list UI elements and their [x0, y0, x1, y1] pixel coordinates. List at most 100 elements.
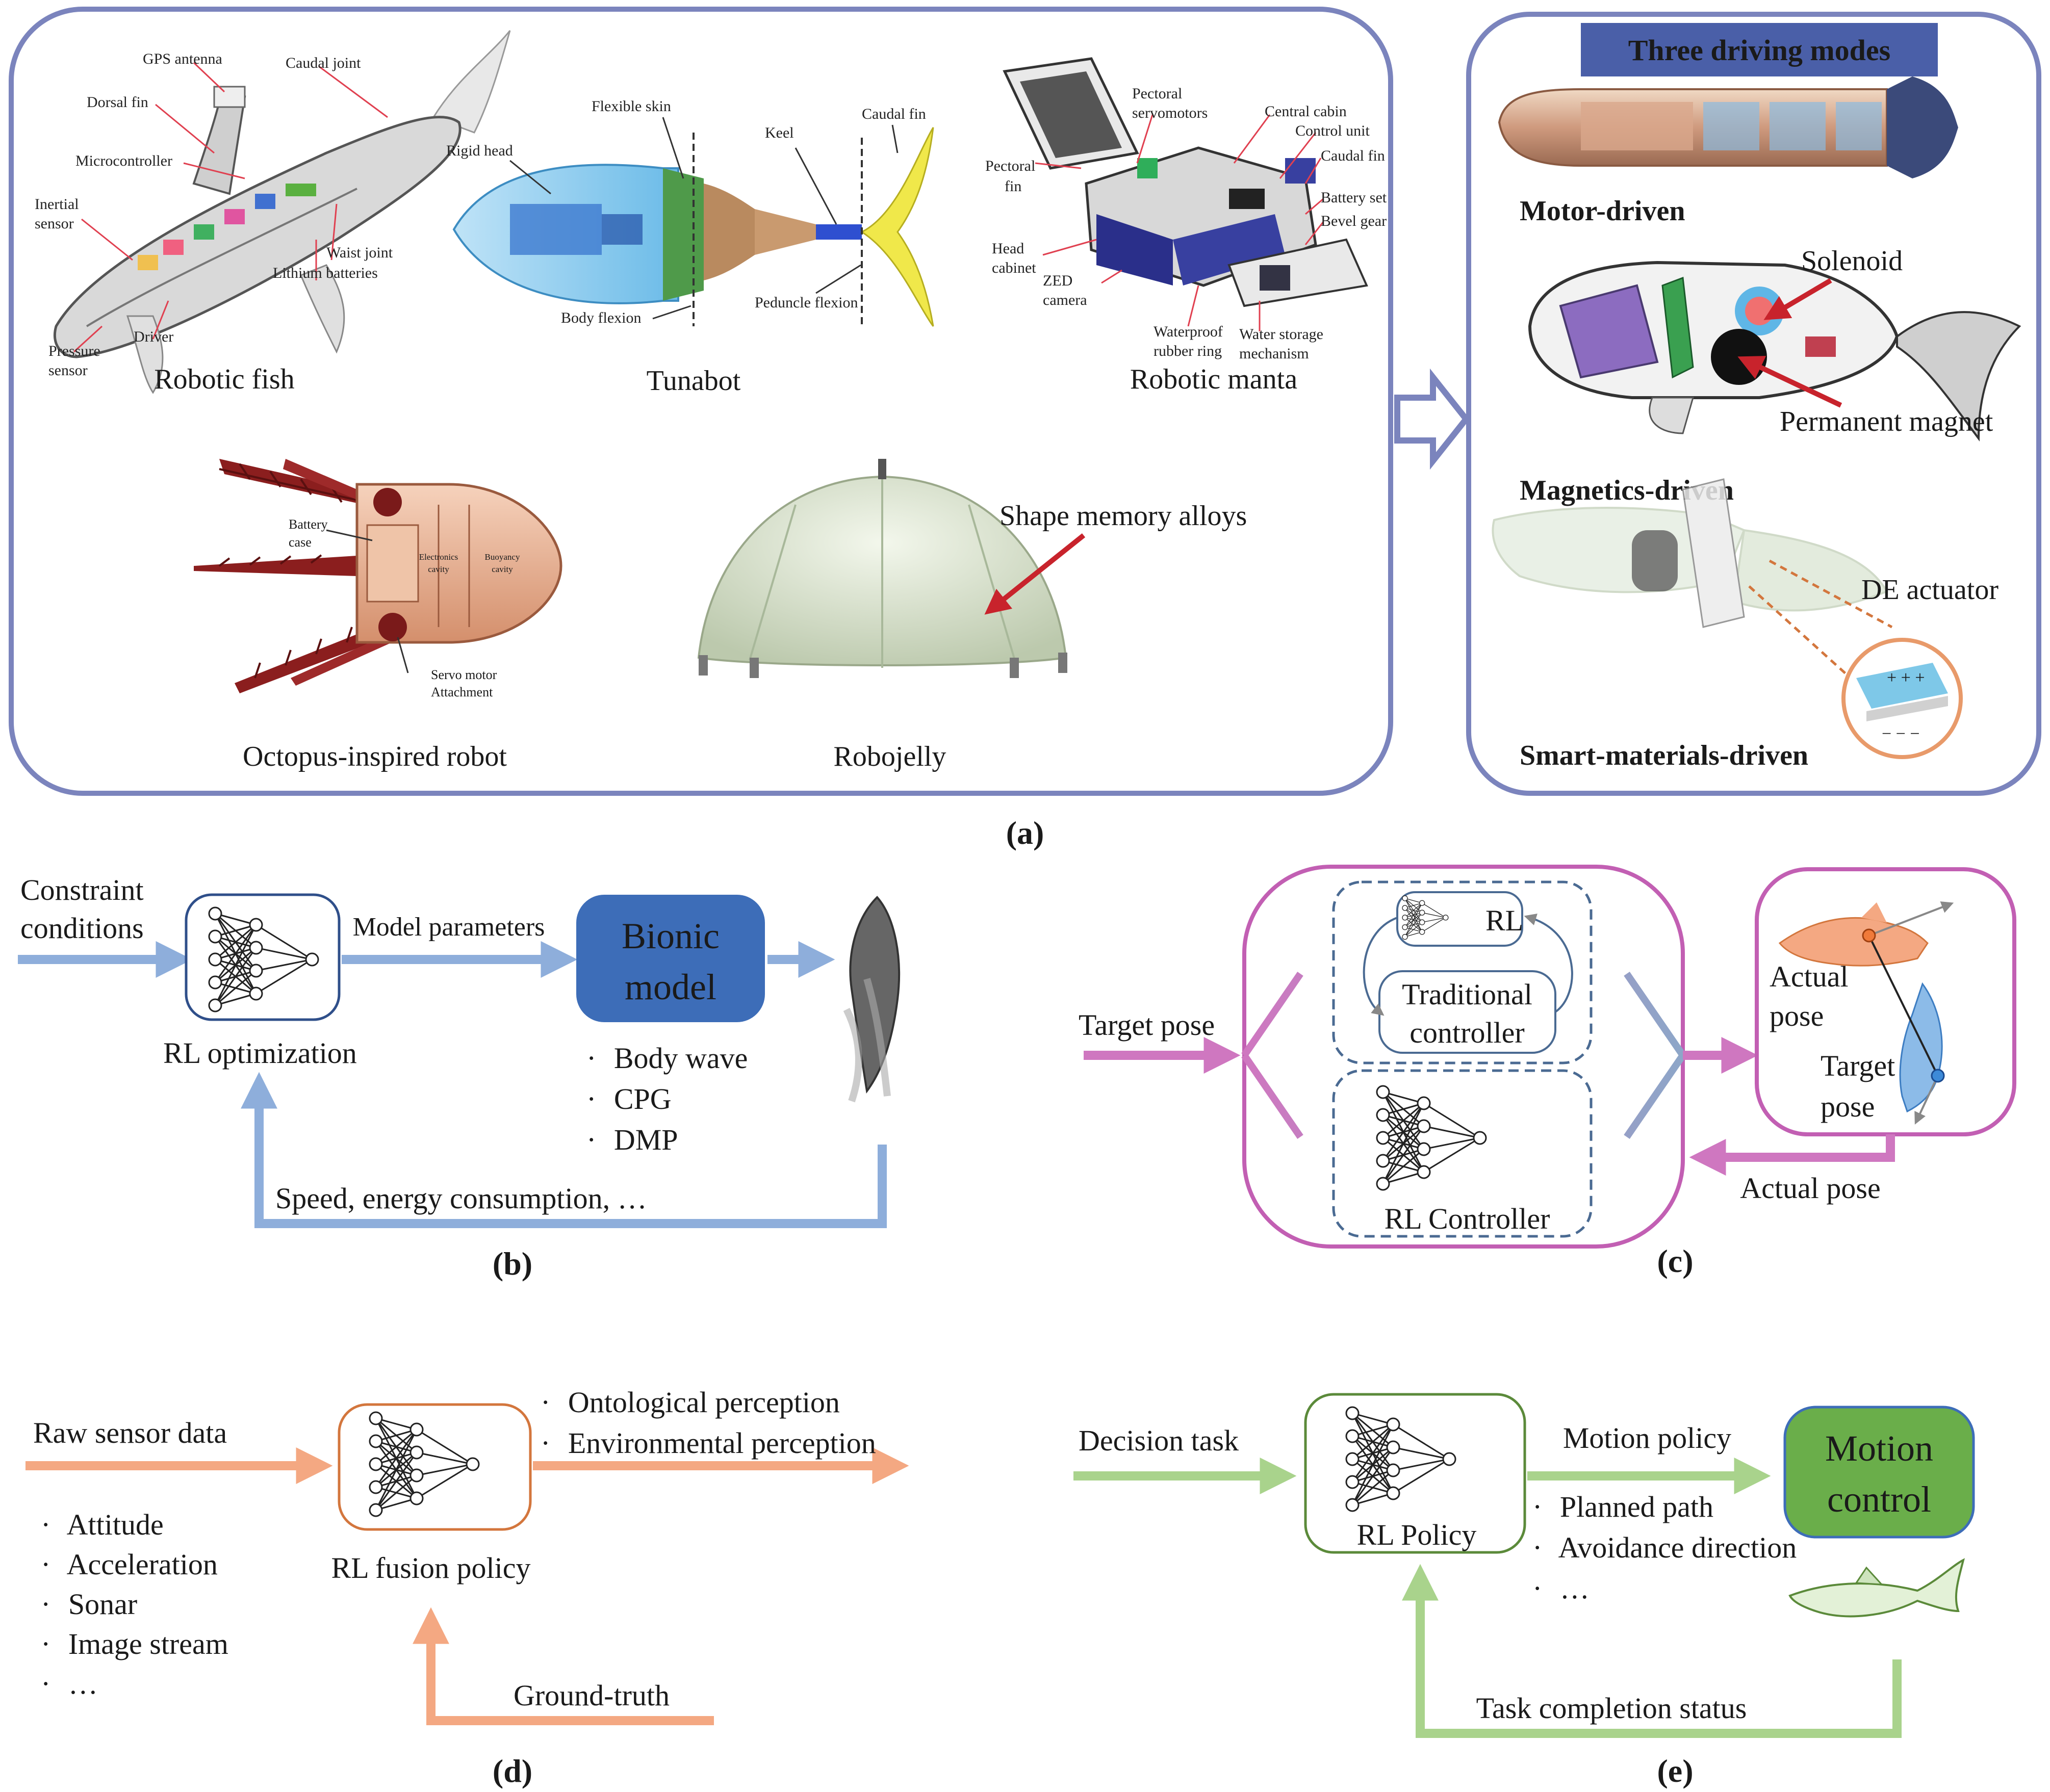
octopus-body-icon [355, 483, 562, 644]
label-bevel-gear: Bevel gear [1321, 213, 1387, 229]
panel-d: Raw sensor data RL fusion policy · Ontol… [25, 1386, 909, 1789]
svg-text:+ + +: + + + [1887, 668, 1925, 687]
c-actual-pose-feedback: Actual pose [1740, 1172, 1880, 1205]
label-servomotors: servomotors [1132, 105, 1208, 121]
label-control-unit: Control unit [1295, 122, 1370, 139]
e-bullet-3: · … [1532, 1572, 1590, 1605]
title-robojelly: Robojelly [834, 741, 946, 772]
driving-modes-header [1581, 23, 1938, 76]
b-bullet-1: · Body wave [586, 1042, 748, 1075]
label-attachment: Attachment [431, 685, 493, 699]
panel-a: GPS antenna Caudal joint Dorsal fin Micr… [9, 7, 2041, 851]
panel-c: Target pose RL Traditional controller RL… [1079, 865, 2016, 1279]
e-bullet-2: · Avoidance direction [1532, 1531, 1797, 1564]
tunabot: Flexible skin Rigid head Keel Caudal fin… [446, 98, 934, 397]
label-caudal-fin-manta: Caudal fin [1321, 147, 1385, 164]
e-fish-icon [1788, 1558, 1965, 1618]
driving-modes-header-text: Three driving modes [1628, 34, 1891, 67]
title-tunabot: Tunabot [647, 365, 741, 397]
b-bullet-3: · DMP [586, 1123, 678, 1156]
d-neural-net-icon [369, 1411, 480, 1517]
svg-text:− − −: − − − [1882, 724, 1920, 743]
d-sensor-1: · Attitude [41, 1508, 164, 1541]
label-central-cabin: Central cabin [1265, 103, 1347, 120]
robojelly: Shape memory alloys Robojelly [697, 459, 1247, 772]
e-motion-control-box [1783, 1406, 1975, 1539]
driving-modes: Three driving modes Motor-driven [1492, 23, 2021, 771]
label-electronics-cavity: cavity [428, 564, 449, 574]
label-shape-memory-alloys: Shape memory alloys [1000, 500, 1247, 532]
label-battery-set: Battery set [1321, 189, 1387, 206]
label-permanent-magnet: Permanent magnet [1780, 406, 1993, 437]
label-waist-joint: Waist joint [326, 244, 393, 261]
label-inertial-sensor: sensor [35, 215, 74, 232]
label-pectoral: Pectoral [1132, 85, 1182, 102]
e-motion-text: Motion [1825, 1428, 1933, 1469]
label-microcontroller: Microcontroller [75, 152, 172, 169]
b-input-line1: Constraint [20, 873, 144, 906]
label-keel: Keel [765, 124, 794, 141]
c-actual-line1: Actual [1770, 960, 1849, 993]
label-caudal-fin: Caudal fin [862, 106, 926, 122]
c-target-line1: Target [1821, 1049, 1895, 1082]
e-decision-task: Decision task [1079, 1424, 1239, 1457]
label-cabinet: cabinet [992, 259, 1036, 276]
label-inertial: Inertial [35, 196, 79, 213]
label-buoyancy: Buoyancy [485, 552, 520, 562]
label-gps-antenna: GPS antenna [143, 50, 222, 67]
label-head: Head [992, 240, 1024, 257]
d-output-1: · Ontological perception [541, 1386, 840, 1419]
label-water-storage: Water storage [1239, 326, 1323, 343]
label-solenoid: Solenoid [1801, 245, 1903, 277]
label-battery: Battery [289, 517, 328, 532]
e-bullet-1: · Planned path [1532, 1490, 1713, 1523]
c-rl-text: RL [1485, 904, 1523, 937]
c-rl-controller-label: RL Controller [1385, 1202, 1550, 1235]
label-pectoral-fin: Pectoral [985, 158, 1035, 174]
c-rl-controller-nn-icon [1376, 1085, 1487, 1191]
octopus-arm-bottom-icon [235, 622, 393, 693]
panel-e: Decision task RL Policy Motion policy Mo… [1073, 1393, 1975, 1789]
label-flexible-skin: Flexible skin [592, 98, 671, 115]
e-bullets: · Planned path · Avoidance direction · … [1532, 1490, 1797, 1605]
robotic-fish-tail-icon [432, 30, 511, 134]
title-octopus-robot: Octopus-inspired robot [243, 741, 507, 772]
c-rl-group [1332, 1069, 1593, 1238]
octopus-robot: Battery case Servo motor Attachment Elec… [194, 459, 562, 772]
label-de-actuator: DE actuator [1861, 574, 1998, 606]
d-sensor-2: · Acceleration [41, 1548, 218, 1581]
d-sensor-3: · Sonar [41, 1588, 137, 1621]
label-peduncle-flexion: Peduncle flexion [755, 294, 858, 311]
d-outputs: · Ontological perception · Environmental… [541, 1386, 876, 1460]
c-target-line2: pose [1821, 1090, 1875, 1123]
d-sensor-list: · Attitude · Acceleration · Sonar · Imag… [41, 1508, 228, 1700]
e-nn-label: RL Policy [1357, 1518, 1477, 1551]
label-zed: ZED [1043, 272, 1072, 289]
label-lithium-batteries: Lithium batteries [273, 265, 378, 281]
e-control-text: control [1827, 1479, 1931, 1520]
robotic-manta: Pectoral servomotors Central cabin Contr… [985, 57, 1387, 395]
caption-c: (c) [1657, 1243, 1693, 1279]
label-pressure: Pressure [48, 343, 100, 359]
label-waterproof: Waterproof [1154, 323, 1223, 340]
label-motor-driven: Motor-driven [1520, 195, 1685, 227]
b-bullets: · Body wave · CPG · DMP [586, 1042, 748, 1156]
label-servo-motor: Servo motor [431, 667, 497, 682]
c-target-pose-input: Target pose [1079, 1008, 1215, 1042]
label-body-flexion: Body flexion [561, 309, 642, 326]
c-actual-line2: pose [1770, 999, 1824, 1032]
panel-a-frame [9, 7, 1393, 796]
b-bionic-text: Bionic [622, 916, 720, 956]
d-nn-label: RL fusion policy [331, 1551, 531, 1585]
label-caudal-joint: Caudal joint [286, 55, 361, 71]
c-traditional-text: Traditional [1402, 978, 1532, 1011]
label-pectoral-fin-2: fin [1005, 178, 1021, 195]
label-driver: Driver [134, 328, 173, 345]
caption-e: (e) [1657, 1753, 1693, 1789]
label-pressure-sensor: sensor [48, 362, 88, 379]
label-zed-camera: camera [1043, 292, 1087, 308]
label-dorsal-fin: Dorsal fin [87, 94, 148, 111]
caption-d: (d) [493, 1753, 532, 1789]
b-nn-label: RL optimization [163, 1036, 357, 1070]
